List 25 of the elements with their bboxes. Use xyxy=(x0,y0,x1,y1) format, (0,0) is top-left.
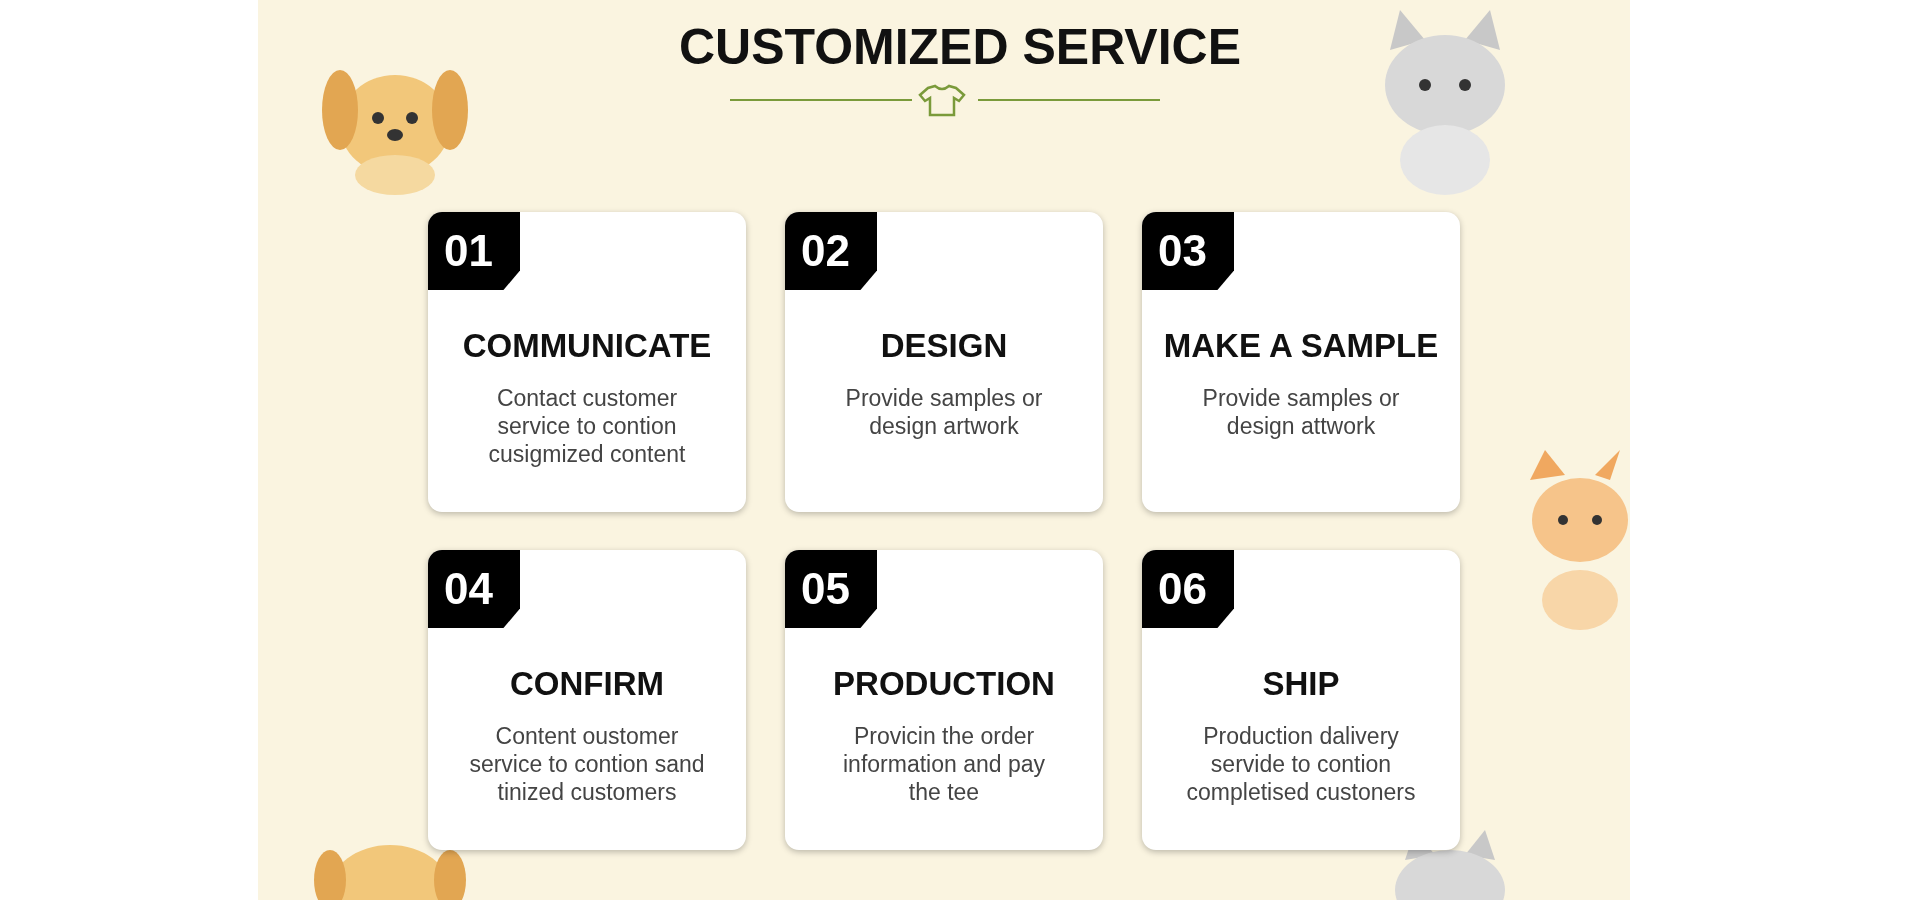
step-number: 01 xyxy=(428,212,520,290)
step-heading: MAKE A SAMPLE xyxy=(1162,327,1440,365)
step-card xyxy=(428,550,746,850)
step-card xyxy=(785,550,1103,850)
step-number: 04 xyxy=(428,550,520,628)
step-heading: COMMUNICATE xyxy=(461,327,713,365)
step-description: Provicin the order information and pay the tee xyxy=(842,722,1046,806)
step-number: 03 xyxy=(1142,212,1234,290)
step-description: Content oustomer service to contion sand tinized customers xyxy=(468,722,706,806)
step-card xyxy=(428,212,746,512)
step-number: 02 xyxy=(785,212,877,290)
step-description: Production dalivery servide to contion completised custoners xyxy=(1185,722,1417,806)
step-number: 05 xyxy=(785,550,877,628)
step-heading: CONFIRM xyxy=(509,665,665,703)
step-heading: PRODUCTION xyxy=(832,665,1056,703)
step-card xyxy=(785,212,1103,512)
step-card xyxy=(1142,550,1460,850)
step-card xyxy=(1142,212,1460,512)
step-number: 06 xyxy=(1142,550,1234,628)
step-description: Provide samples or design artwork xyxy=(844,384,1044,440)
title: CUSTOMIZED SERVICE xyxy=(678,19,1242,75)
step-heading: DESIGN xyxy=(879,327,1009,365)
step-description: Provide samples or design attwork xyxy=(1201,384,1401,440)
step-description: Contact customer service to contion cusigmized content xyxy=(487,384,687,468)
step-heading: SHIP xyxy=(1261,665,1341,703)
